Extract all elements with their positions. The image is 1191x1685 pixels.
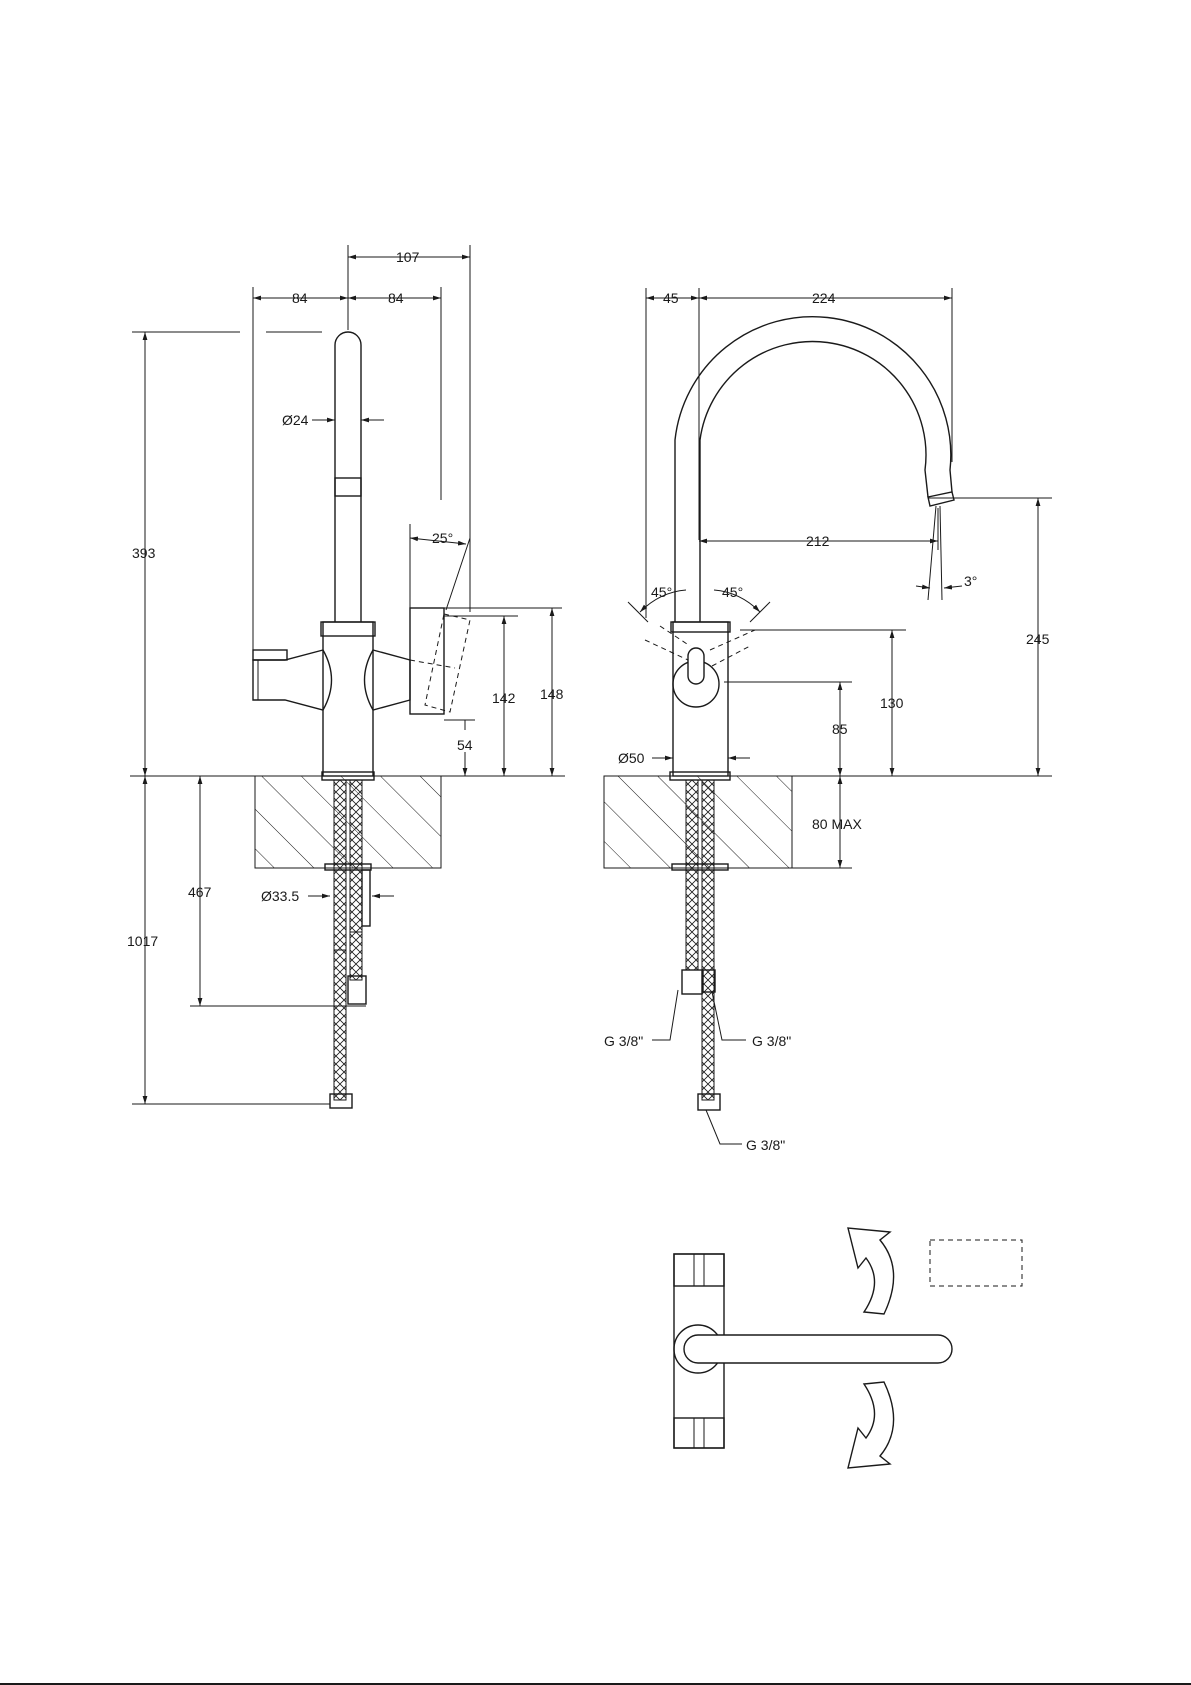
- dim-54: 54: [457, 737, 473, 753]
- dim-handle-angle: 25°: [432, 530, 453, 546]
- dim-142: 142: [492, 690, 516, 706]
- dim-245: 245: [1026, 631, 1050, 647]
- dim-224: 224: [812, 290, 836, 306]
- dim-393: 393: [132, 545, 156, 561]
- side-right-handle: [365, 650, 411, 710]
- thread-callout-left: G 3/8": [604, 1033, 643, 1049]
- dim-angle-right: 45°: [722, 584, 743, 600]
- front-handle-lever: [688, 648, 704, 684]
- rotation-arrow-up: [848, 1228, 894, 1314]
- dim-212: 212: [806, 533, 830, 549]
- deck-section: [255, 776, 441, 868]
- dim-body-diameter: Ø50: [618, 750, 645, 766]
- side-left-handle: [253, 650, 332, 710]
- front-spout: [675, 317, 952, 622]
- side-hose-left: [334, 780, 346, 1100]
- dim-angle-left: 45°: [651, 584, 672, 600]
- dim-tilt-3: 3°: [964, 573, 977, 589]
- dim-1017: 1017: [127, 933, 158, 949]
- side-hose-right: [350, 780, 362, 980]
- dim-467: 467: [188, 884, 212, 900]
- dim-107: 107: [396, 249, 420, 265]
- thread-callout-bottom: G 3/8": [746, 1137, 785, 1153]
- front-body: [673, 622, 728, 776]
- rotation-arrow-down: [848, 1382, 894, 1468]
- side-view: 107 84 84 Ø24 25° 393 148 142 54: [127, 245, 565, 1108]
- dim-148: 148: [540, 686, 564, 702]
- top-view: [674, 1228, 1022, 1468]
- front-view: 45 224 212 45° 45° 3° 245 130 85: [604, 288, 1052, 1153]
- front-hose-right: [702, 780, 714, 1100]
- dim-spout-diameter: Ø24: [282, 412, 309, 428]
- dim-80-max: 80 MAX: [812, 816, 862, 832]
- side-body: [323, 622, 373, 776]
- side-spout: [335, 332, 361, 622]
- dim-45: 45: [663, 290, 679, 306]
- dim-85: 85: [832, 721, 848, 737]
- dim-130: 130: [880, 695, 904, 711]
- note-box: [930, 1240, 1022, 1286]
- thread-callout-right: G 3/8": [752, 1033, 791, 1049]
- front-hose-left: [686, 780, 698, 970]
- top-handle-lever: [684, 1335, 952, 1363]
- dim-84-right: 84: [388, 290, 404, 306]
- handle-rotation-outline: [425, 614, 470, 712]
- dim-shank-diameter: Ø33.5: [261, 888, 299, 904]
- dim-84-left: 84: [292, 290, 308, 306]
